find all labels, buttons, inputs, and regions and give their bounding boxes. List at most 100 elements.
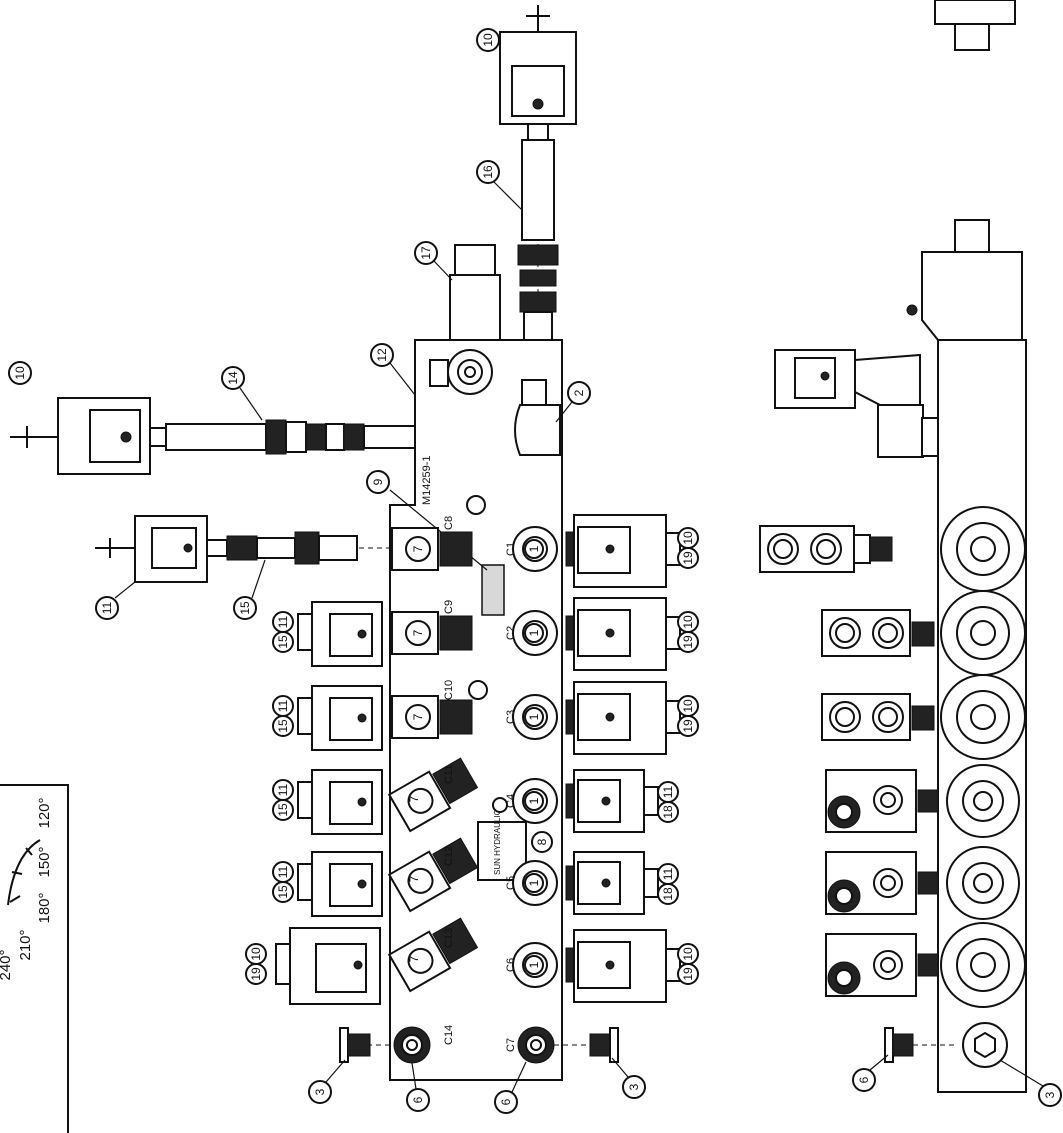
cartridge-16 [517, 123, 559, 341]
svg-text:11: 11 [661, 785, 675, 798]
cartridge-14 [149, 419, 416, 455]
port-label-c1: C1 [505, 542, 517, 556]
angle-label-120: 120° [36, 797, 53, 828]
port-label-c3: C3 [505, 710, 517, 724]
port-label-c10: C10 [443, 680, 455, 700]
balloon-19: 19 [677, 963, 699, 985]
port-label-c2: C2 [505, 626, 517, 640]
balloon-2: 2 [567, 381, 591, 405]
svg-text:9: 9 [371, 478, 385, 485]
svg-text:18: 18 [661, 805, 675, 819]
balloon-10: 10 [677, 611, 699, 633]
balloon-19: 19 [245, 963, 267, 985]
svg-text:11: 11 [276, 699, 290, 712]
svg-text:7: 7 [411, 629, 425, 636]
svg-text:1: 1 [527, 629, 541, 636]
svg-text:17: 17 [419, 246, 433, 260]
angle-label-210: 210° [17, 929, 34, 960]
balloon-3: 3 [622, 1075, 646, 1099]
balloon-10: 10 [677, 695, 699, 717]
balloon-18: 18 [657, 883, 679, 905]
svg-text:10: 10 [681, 699, 695, 713]
balloon-1: 1 [524, 623, 544, 643]
balloon-7: 7 [407, 875, 421, 882]
svg-text:15: 15 [276, 803, 290, 817]
svg-text:1: 1 [527, 961, 541, 968]
svg-text:7: 7 [411, 713, 425, 720]
side-plug [884, 1022, 1008, 1068]
balloon-3: 3 [308, 1080, 332, 1104]
svg-text:6: 6 [411, 1096, 425, 1103]
manifold-front-view: M14259-1 [10, 5, 619, 1081]
balloon-11: 11 [95, 596, 119, 620]
side-row-4 [825, 764, 1020, 838]
side-row-6 [825, 922, 1026, 1008]
balloon-19: 19 [677, 631, 699, 653]
svg-text:18: 18 [661, 887, 675, 901]
side-row-3 [821, 674, 1026, 760]
svg-text:7: 7 [407, 875, 421, 882]
svg-text:1: 1 [527, 879, 541, 886]
balloon-15: 15 [233, 596, 257, 620]
balloon-10: 10 [245, 943, 267, 965]
svg-text:10: 10 [13, 366, 27, 380]
svg-text:10: 10 [681, 947, 695, 961]
balloon-14: 14 [221, 366, 245, 390]
port-label-c11: C11 [443, 765, 455, 784]
balloon-15: 15 [272, 881, 294, 903]
port-labels: C1 C2 C3 C4 C5 C6 C7 C8 C9 C10 C11 C12 C… [443, 516, 517, 1052]
port-label-c8: C8 [443, 516, 455, 530]
side-row-2 [821, 590, 1026, 676]
fitting-2 [514, 379, 561, 456]
svg-text:19: 19 [681, 551, 695, 565]
tag-plate-9 [481, 564, 505, 616]
angle-label-240: 240° [0, 949, 14, 980]
svg-text:12: 12 [375, 348, 389, 362]
svg-text:10: 10 [681, 615, 695, 629]
port-label-c12: C12 [443, 846, 455, 866]
balloon-1: 1 [524, 539, 544, 559]
label-plate-8: SUN HYDRAULICS [477, 804, 527, 881]
port-label-c9: C9 [443, 600, 455, 614]
svg-text:15: 15 [276, 719, 290, 733]
svg-text:11: 11 [276, 865, 290, 878]
balloon-17: 17 [414, 241, 438, 265]
manifold-side-view [759, 0, 1027, 1093]
svg-text:3: 3 [1043, 1091, 1057, 1098]
balloon-3: 3 [1038, 1083, 1062, 1107]
port-label-c4: C4 [505, 794, 517, 808]
balloon-15: 15 [272, 631, 294, 653]
balloon-7: 7 [407, 955, 421, 962]
cartridge-15 [206, 531, 358, 565]
svg-text:3: 3 [313, 1088, 327, 1095]
svg-text:8: 8 [535, 838, 549, 845]
balloon-9: 9 [366, 470, 390, 494]
balloon-12: 12 [370, 343, 394, 367]
svg-text:1: 1 [527, 797, 541, 804]
svg-text:7: 7 [411, 545, 425, 552]
balloon-10: 10 [677, 943, 699, 965]
balloons: 1 1 1 1 1 1 7 7 7 7 7 7 10 10 10 10 10 1… [8, 28, 1062, 1114]
svg-text:1: 1 [527, 545, 541, 552]
balloon-1: 1 [524, 707, 544, 727]
svg-text:11: 11 [100, 601, 114, 614]
svg-text:7: 7 [407, 955, 421, 962]
balloon-6: 6 [406, 1088, 430, 1112]
balloon-7: 7 [411, 629, 425, 636]
balloon-1: 1 [524, 955, 544, 975]
right-valve-rows [512, 514, 681, 1003]
svg-text:19: 19 [681, 635, 695, 649]
port-fitting-top [429, 349, 493, 395]
balloon-10: 10 [476, 28, 500, 52]
balloon-7: 7 [411, 713, 425, 720]
side-row-1 [759, 506, 1026, 592]
svg-text:3: 3 [627, 1083, 641, 1090]
balloon-7: 7 [411, 545, 425, 552]
svg-text:11: 11 [276, 615, 290, 628]
plug-3-left [339, 1027, 394, 1063]
balloon-11: 11 [272, 861, 294, 883]
svg-text:10: 10 [249, 947, 263, 961]
port-c7 [517, 1026, 555, 1064]
balloon-6: 6 [494, 1090, 518, 1114]
port-label-c13: C13 [443, 928, 455, 948]
